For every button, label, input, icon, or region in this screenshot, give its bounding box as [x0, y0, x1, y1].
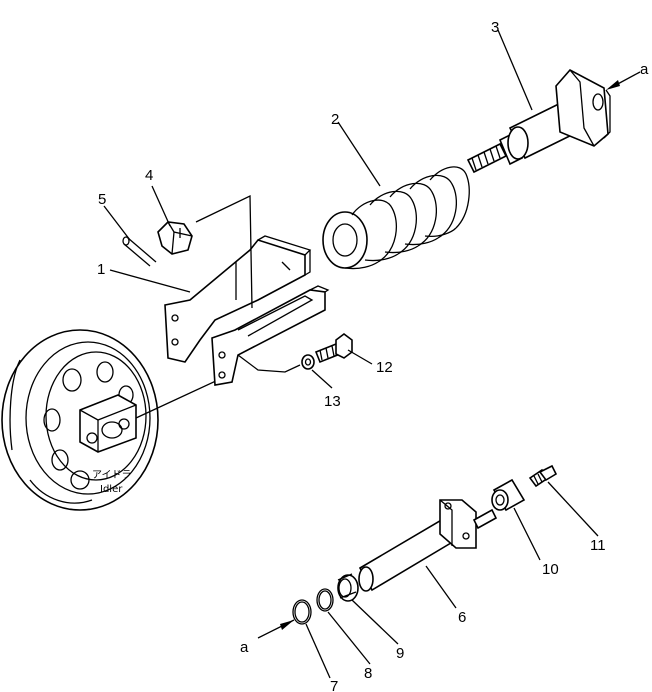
label-part-4: 4: [145, 167, 153, 184]
cylinder-rod: [466, 68, 611, 174]
label-part-5: 5: [98, 191, 106, 208]
leader-4: [195, 194, 253, 309]
shaft: [358, 499, 498, 592]
label-part-13: 13: [324, 393, 341, 410]
leader-lines: [103, 29, 599, 679]
grease-nipple: [528, 464, 558, 488]
label-part-1: 1: [97, 261, 105, 278]
label-part-11: 11: [590, 537, 606, 554]
arrow-label-a-top: a: [640, 61, 649, 78]
leader-13: [237, 354, 301, 373]
grease-fitting-body: [491, 478, 526, 512]
bracket: [164, 235, 330, 386]
bolt: [314, 333, 353, 364]
idler-leader: [135, 379, 219, 419]
label-part-7: 7: [330, 678, 338, 692]
label-part-10: 10: [542, 561, 559, 578]
snap-ring-7: [292, 599, 312, 625]
label-part-3: 3: [491, 19, 499, 36]
arrow-a-bottom-head: [280, 620, 294, 630]
recoil-spring: [322, 166, 470, 270]
label-part-6: 6: [458, 609, 466, 626]
idler-label-en: Idler: [100, 484, 123, 495]
arrow-label-a-bottom: a: [240, 639, 249, 656]
seal-ring-9: [337, 573, 359, 602]
o-ring-8: [316, 588, 334, 612]
label-part-9: 9: [396, 645, 404, 662]
idler-label-jp: アイドラ: [92, 469, 132, 481]
arrow-a-top-head: [606, 80, 620, 90]
split-pin: [122, 236, 157, 267]
label-part-12: 12: [376, 359, 393, 376]
label-part-2: 2: [331, 111, 339, 128]
label-part-8: 8: [364, 665, 372, 682]
castle-nut: [157, 221, 193, 255]
washer: [301, 354, 315, 370]
idler-wheel: アイドラ Idler: [1, 329, 159, 511]
